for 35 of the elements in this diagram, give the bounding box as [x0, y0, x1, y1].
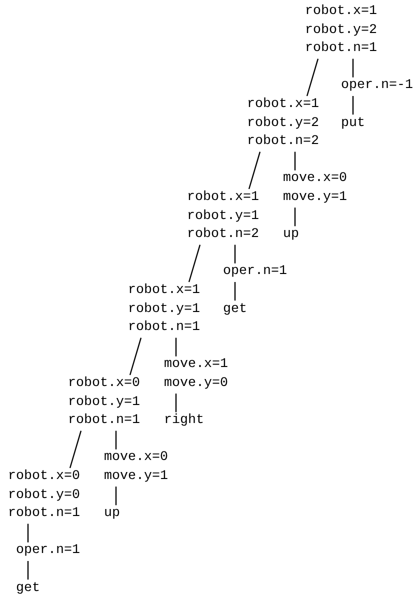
tree-branch-line: [234, 244, 236, 264]
tree-branch-line: [294, 208, 296, 226]
state-label: move.x=0 move.y=1: [283, 170, 350, 208]
tree-branch-line: [27, 560, 29, 580]
step-label: get: [223, 300, 247, 320]
tree-branch-line: [175, 338, 177, 356]
step-label: get: [16, 580, 40, 598]
tree-branch-line: [352, 58, 354, 78]
state-label: move.x=0 move.y=1: [104, 449, 170, 487]
step-label: oper.n=1: [223, 263, 287, 282]
tree-branch-line: [69, 430, 82, 468]
tree-branch-line: [352, 96, 354, 115]
state-label: robot.x=1 robot.y=2 robot.n=1: [305, 3, 380, 59]
tree-branch-line: [27, 524, 29, 542]
tree-branch-line: [175, 394, 177, 412]
state-label: robot.x=1 robot.y=2 robot.n=2: [247, 96, 322, 152]
step-label: put: [341, 114, 365, 134]
state-label: robot.x=0 robot.y=0 robot.n=1: [8, 468, 82, 524]
tree-branch-line: [306, 58, 319, 96]
tree-branch-line: [115, 486, 117, 506]
state-label: robot.x=0 robot.y=1 robot.n=1: [68, 375, 142, 431]
tree-branch-line: [248, 152, 261, 190]
step-label: up: [104, 505, 120, 524]
tree-branch-line: [234, 282, 236, 301]
state-label: robot.x=1 robot.y=1 robot.n=2: [187, 189, 262, 245]
tree-branch-line: [188, 244, 201, 282]
step-label: up: [283, 226, 299, 245]
step-label: right: [164, 412, 204, 431]
state-label: robot.x=1 robot.y=1 robot.n=1: [128, 282, 202, 338]
step-label: oper.n=-1: [341, 77, 413, 96]
step-label: oper.n=1: [16, 542, 80, 561]
tree-branch-line: [115, 430, 117, 450]
tree-branch-line: [129, 338, 142, 376]
tree-branch-line: [294, 152, 296, 170]
state-label: move.x=1 move.y=0: [164, 356, 230, 394]
